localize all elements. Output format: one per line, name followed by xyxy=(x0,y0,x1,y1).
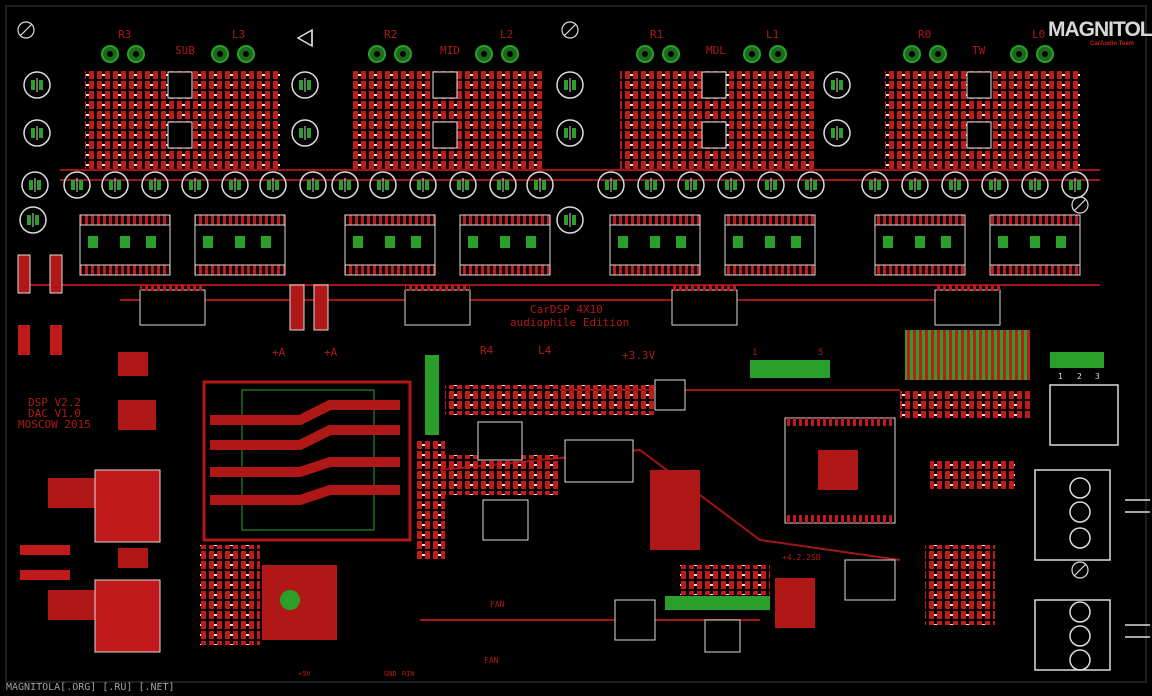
channel-label-l2: L2 xyxy=(500,28,514,41)
channel-label-tw: TW xyxy=(972,44,986,57)
small-label-rin: RIN xyxy=(402,670,415,678)
channel-label-mid: MID xyxy=(440,44,460,57)
version-location: MOSCOW 2015 xyxy=(18,418,91,431)
channel-label-r0: R0 xyxy=(918,28,932,41)
version-dac: DAC V1.0 xyxy=(28,407,81,420)
power-label-sb: +4.2.2SB xyxy=(782,553,821,562)
magnitola-logo: MAGNITOLA xyxy=(1048,18,1152,41)
board-subtitle: audiophile Edition xyxy=(510,316,630,329)
small-label-gnd: GND xyxy=(384,670,397,678)
small-qfp-chips xyxy=(139,289,1001,326)
logo-subtitle: CarAudio Team xyxy=(1090,41,1134,47)
power-label-a2: +A xyxy=(324,346,338,359)
channel-label-sub: SUB xyxy=(175,44,195,57)
channel-label-l3: L3 xyxy=(232,28,246,41)
small-label-5v: +5V xyxy=(298,670,311,678)
small-label-fan1: FAN xyxy=(490,600,505,609)
header-number-e: 3 xyxy=(1095,372,1100,381)
channel-label-r1: R1 xyxy=(650,28,664,41)
power-label-3v3: +3.3V xyxy=(622,349,656,362)
dac-chips xyxy=(79,214,1081,276)
footer-domains: MAGNITOLA[.ORG] [.RU] [.NET] xyxy=(6,682,175,693)
channel-label-l1: L1 xyxy=(766,28,780,41)
board-title: CarDSP 4X10 xyxy=(530,303,603,316)
power-label-r4: R4 xyxy=(480,344,494,357)
right-connectors xyxy=(1034,384,1150,671)
header-number-d: 2 xyxy=(1077,372,1082,381)
channel-label-mdl: MDL xyxy=(706,44,726,57)
header-number-b: 5 xyxy=(818,348,824,358)
small-label-fan2: FAN xyxy=(484,656,499,665)
power-label-l4: L4 xyxy=(538,344,552,357)
power-stage xyxy=(202,380,412,640)
dsp-chip xyxy=(784,417,896,524)
header-number-a: 1 xyxy=(752,348,758,358)
channel-label-r3: R3 xyxy=(118,28,132,41)
channel-label-r2: R2 xyxy=(384,28,398,41)
power-regulators xyxy=(48,352,161,653)
diode-symbol-top xyxy=(296,28,313,48)
version-dsp: DSP V2.2 xyxy=(28,396,81,409)
header-number-c: 1 xyxy=(1058,372,1063,381)
channel-label-l0: L0 xyxy=(1032,28,1046,41)
power-label-a1: +A xyxy=(272,346,286,359)
